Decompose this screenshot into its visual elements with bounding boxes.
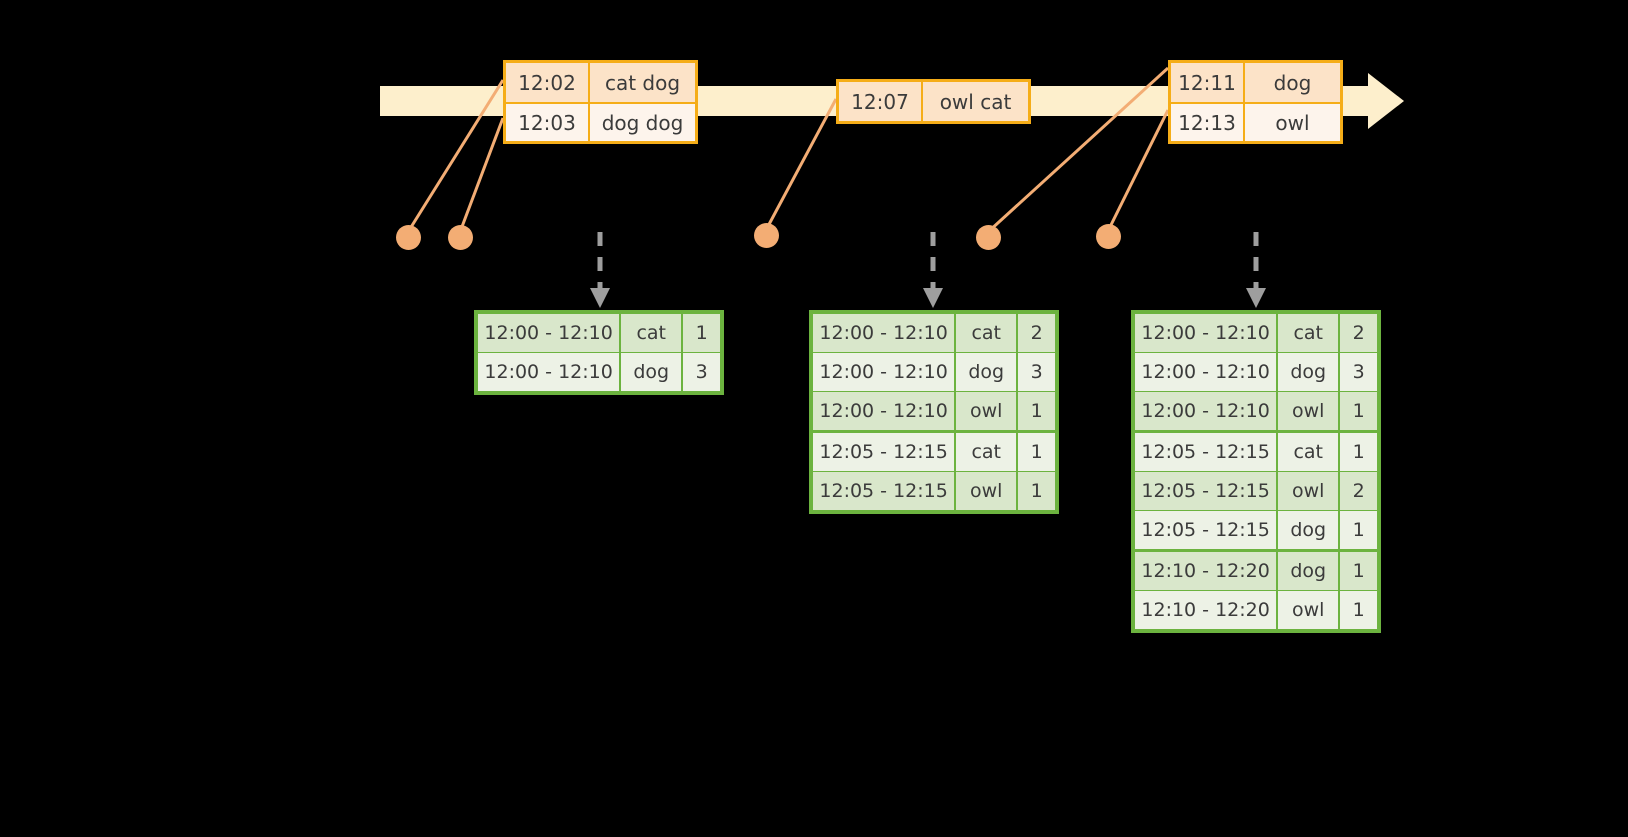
message-row[interactable]: 12:02 cat dog bbox=[506, 63, 695, 102]
key-cell: cat bbox=[621, 314, 682, 352]
count-cell: 1 bbox=[1018, 433, 1055, 471]
message-time: 12:02 bbox=[506, 63, 590, 102]
key-cell: cat bbox=[956, 433, 1017, 471]
event-dot-1202-a[interactable] bbox=[396, 225, 421, 250]
window-cell: 12:00 - 12:10 bbox=[1135, 314, 1277, 352]
window-cell: 12:05 - 12:15 bbox=[813, 472, 955, 510]
emit-arrowhead-3 bbox=[1246, 288, 1266, 308]
window-cell: 12:05 - 12:15 bbox=[813, 433, 955, 471]
emit-arrowhead-2 bbox=[923, 288, 943, 308]
event-dot-1207[interactable] bbox=[754, 223, 779, 248]
message-text: dog dog bbox=[590, 104, 695, 141]
emit-arrowhead-1 bbox=[590, 288, 610, 308]
event-dot-1211[interactable] bbox=[976, 225, 1001, 250]
window-cell: 12:10 - 12:20 bbox=[1135, 591, 1277, 629]
window-cell: 12:00 - 12:10 bbox=[813, 314, 955, 352]
message-time: 12:13 bbox=[1171, 104, 1245, 141]
key-cell: owl bbox=[1278, 591, 1339, 629]
key-cell: cat bbox=[956, 314, 1017, 352]
key-cell: dog bbox=[1278, 552, 1339, 590]
message-text: dog bbox=[1245, 63, 1340, 102]
window-cell: 12:00 - 12:10 bbox=[478, 353, 620, 391]
message-box-3[interactable]: 12:11 dog 12:13 owl bbox=[1168, 60, 1343, 144]
count-cell: 1 bbox=[1340, 591, 1377, 629]
message-row[interactable]: 12:03 dog dog bbox=[506, 102, 695, 141]
count-cell: 1 bbox=[1340, 392, 1377, 430]
count-cell: 1 bbox=[1340, 433, 1377, 471]
window-cell: 12:00 - 12:10 bbox=[1135, 392, 1277, 430]
key-cell: owl bbox=[1278, 472, 1339, 510]
key-cell: cat bbox=[1278, 314, 1339, 352]
message-time: 12:11 bbox=[1171, 63, 1245, 102]
key-cell: owl bbox=[956, 392, 1017, 430]
count-cell: 1 bbox=[1340, 511, 1377, 549]
count-cell: 2 bbox=[1018, 314, 1055, 352]
message-row[interactable]: 12:11 dog bbox=[1171, 63, 1340, 102]
window-cell: 12:00 - 12:10 bbox=[1135, 353, 1277, 391]
message-row[interactable]: 12:13 owl bbox=[1171, 102, 1340, 141]
key-cell: dog bbox=[1278, 511, 1339, 549]
window-cell: 12:00 - 12:10 bbox=[813, 353, 955, 391]
message-text: owl bbox=[1245, 104, 1340, 141]
key-cell: dog bbox=[1278, 353, 1339, 391]
key-cell: owl bbox=[956, 472, 1017, 510]
count-cell: 3 bbox=[683, 353, 720, 391]
window-cell: 12:00 - 12:10 bbox=[478, 314, 620, 352]
count-cell: 1 bbox=[1018, 392, 1055, 430]
event-dot-1203-a[interactable] bbox=[448, 225, 473, 250]
key-cell: dog bbox=[956, 353, 1017, 391]
key-cell: owl bbox=[1278, 392, 1339, 430]
message-time: 12:03 bbox=[506, 104, 590, 141]
count-cell: 2 bbox=[1340, 314, 1377, 352]
timeline-arrowhead-icon bbox=[1368, 73, 1404, 129]
count-cell: 2 bbox=[1340, 472, 1377, 510]
message-row[interactable]: 12:07 owl cat bbox=[839, 82, 1028, 121]
window-cell: 12:10 - 12:20 bbox=[1135, 552, 1277, 590]
connector-line-3 bbox=[764, 98, 838, 231]
count-cell: 1 bbox=[683, 314, 720, 352]
count-cell: 1 bbox=[1018, 472, 1055, 510]
window-cell: 12:05 - 12:15 bbox=[1135, 472, 1277, 510]
window-cell: 12:05 - 12:15 bbox=[1135, 511, 1277, 549]
count-cell: 3 bbox=[1340, 353, 1377, 391]
message-text: owl cat bbox=[923, 82, 1028, 121]
count-cell: 3 bbox=[1018, 353, 1055, 391]
message-box-2[interactable]: 12:07 owl cat bbox=[836, 79, 1031, 124]
key-cell: cat bbox=[1278, 433, 1339, 471]
event-dot-1213[interactable] bbox=[1096, 224, 1121, 249]
message-text: cat dog bbox=[590, 63, 695, 102]
connector-line-2 bbox=[458, 117, 505, 233]
window-cell: 12:00 - 12:10 bbox=[813, 392, 955, 430]
window-cell: 12:05 - 12:15 bbox=[1135, 433, 1277, 471]
message-time: 12:07 bbox=[839, 82, 923, 121]
key-cell: dog bbox=[621, 353, 682, 391]
connector-line-5 bbox=[1106, 109, 1170, 232]
message-box-1[interactable]: 12:02 cat dog 12:03 dog dog bbox=[503, 60, 698, 144]
count-cell: 1 bbox=[1340, 552, 1377, 590]
